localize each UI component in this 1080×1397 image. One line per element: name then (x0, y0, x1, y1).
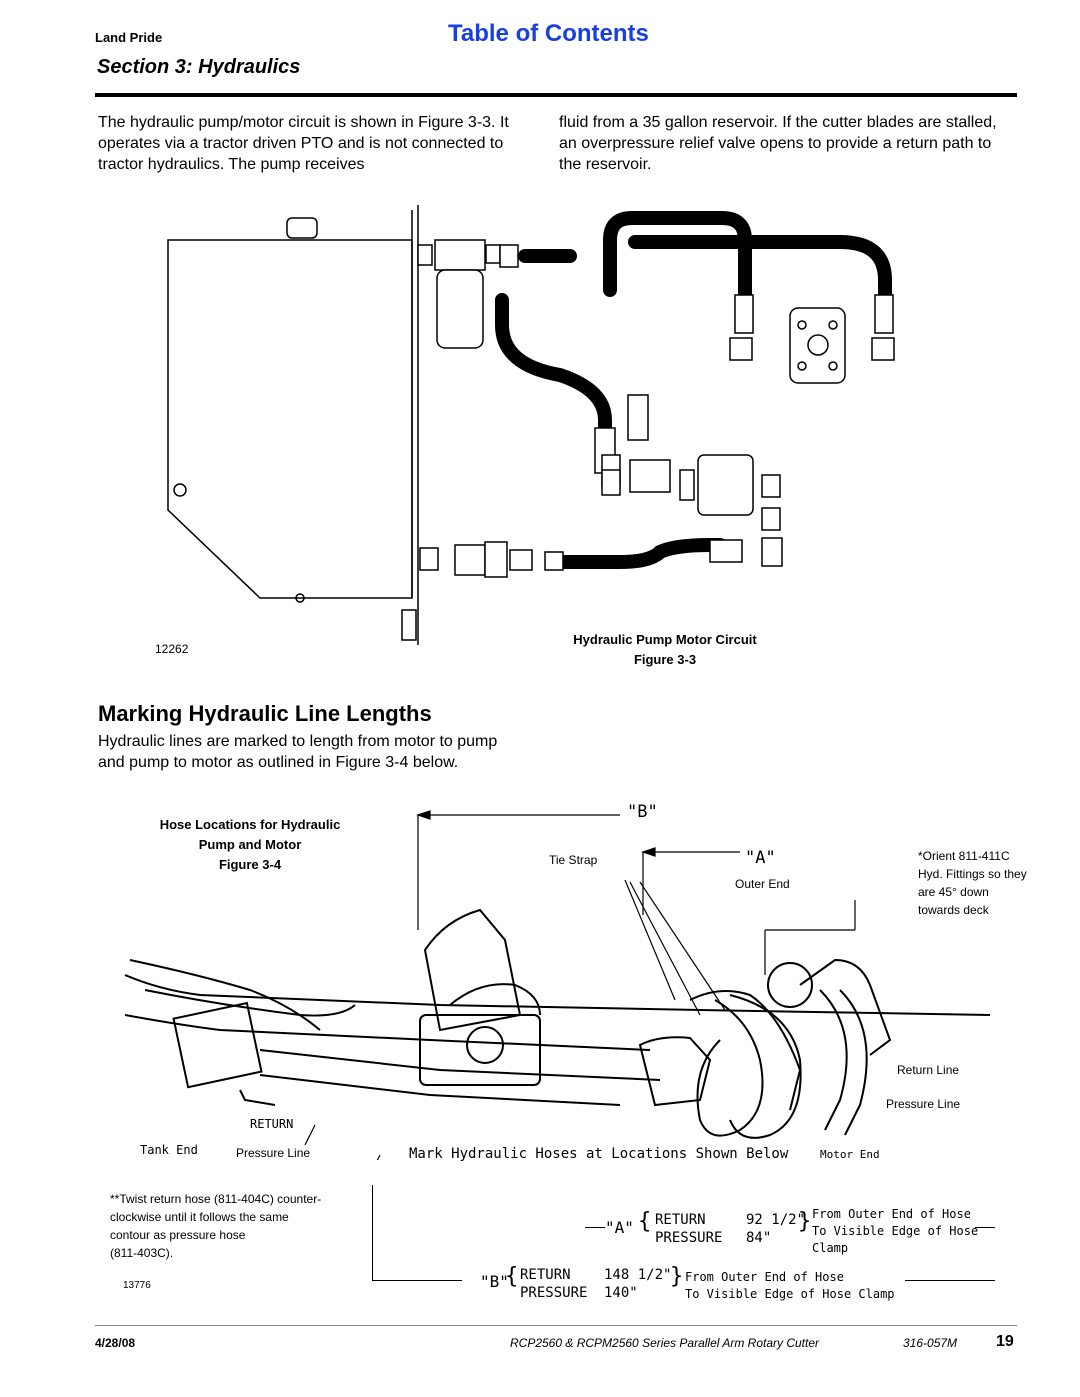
table-b-brace-right: } (670, 1264, 684, 1289)
figure-4-caption-line2: Pump and Motor (198, 837, 302, 852)
table-a-brace-right: } (798, 1209, 812, 1234)
figure-4-caption-line1: Hose Locations for Hydraulic (159, 817, 341, 832)
table-b-return-length: 148 1/2" (604, 1267, 672, 1283)
table-a-label: "A" (605, 1218, 634, 1237)
footer-date: 4/28/08 (95, 1336, 136, 1350)
table-a-desc-1: From Outer End of Hose (812, 1207, 971, 1221)
page-number: 19 (996, 1333, 1014, 1350)
dimension-b-label: "B" (627, 802, 658, 822)
twist-note-line2: clockwise until it follows the same (110, 1210, 289, 1224)
footer-doc-number: 316-057M (903, 1336, 958, 1350)
table-left-bracket (372, 1185, 373, 1280)
return-label: RETURN (250, 1117, 294, 1131)
marking-paragraph: Hydraulic lines are marked to length fro… (98, 733, 498, 771)
twist-note: **Twist return hose (811-404C) counter- … (110, 1190, 321, 1262)
twist-note-line1: **Twist return hose (811-404C) counter- (110, 1192, 322, 1206)
motor-end-label: Motor End (820, 1148, 880, 1161)
table-a-return-length: 92 1/2" (746, 1212, 806, 1228)
table-b-return: RETURN (520, 1267, 571, 1283)
orient-note-line1: *Orient 811-411C (918, 849, 1010, 863)
table-a-desc-3: Clamp (812, 1241, 849, 1255)
table-b-label: "B" (480, 1272, 509, 1291)
table-a-pressure: PRESSURE (655, 1230, 723, 1246)
pressure-line-left-label: Pressure Line (236, 1146, 311, 1160)
figure-3-caption-label: Figure 3-3 (633, 652, 697, 667)
table-of-contents-link[interactable]: Table of Contents (448, 20, 649, 47)
table-a-desc-2: To Visible Edge of Hose (812, 1224, 979, 1238)
table-bottom-arrow (372, 1280, 462, 1281)
table-b-pressure-length: 140" (604, 1285, 638, 1301)
brand-name: Land Pride (95, 30, 163, 45)
orient-note-line4: towards deck (918, 903, 989, 917)
intro-left-paragraph: The hydraulic pump/motor circuit is show… (98, 114, 509, 173)
figure-4-caption-label: Figure 3-4 (218, 857, 282, 872)
figure-3-caption: Hydraulic Pump Motor Circuit Figure 3-3 (540, 630, 790, 670)
table-b-pressure: PRESSURE (520, 1285, 588, 1301)
intro-right-paragraph: fluid from a 35 gallon reservoir. If the… (559, 114, 997, 173)
dimension-a-label: "A" (745, 848, 776, 868)
hose-locations-figure (124, 810, 991, 1160)
section-title: Section 3: Hydraulics (97, 56, 301, 78)
table-b-desc-2: To Visible Edge of Hose Clamp (685, 1287, 895, 1301)
table-bottom-arrow-right (905, 1280, 995, 1281)
table-a-pressure-length: 84" (746, 1230, 772, 1246)
figure-3-part-number: 12262 (155, 642, 189, 656)
figure-4-part-number: 13776 (123, 1280, 151, 1291)
table-b-desc-1: From Outer End of Hose (685, 1270, 844, 1284)
outer-end-label: Outer End (735, 877, 790, 891)
tie-strap-label: Tie Strap (549, 853, 598, 867)
twist-note-line4: (811-403C). (110, 1246, 174, 1260)
footer-rule (95, 1325, 1017, 1326)
twist-note-line3: contour as pressure hose (110, 1228, 246, 1242)
hydraulic-circuit-figure (167, 205, 895, 645)
orient-note: *Orient 811-411C Hyd. Fittings so they a… (918, 847, 1027, 919)
orient-note-line2: Hyd. Fittings so they (918, 867, 1027, 881)
mark-instruction: Mark Hydraulic Hoses at Locations Shown … (409, 1146, 789, 1162)
figure-3-caption-title: Hydraulic Pump Motor Circuit (573, 632, 757, 647)
tank-end-label: Tank End (140, 1143, 198, 1157)
table-a-brace: { (638, 1209, 652, 1234)
a-row-arrow (585, 1227, 605, 1228)
table-a-return: RETURN (655, 1212, 706, 1228)
table-b-brace: { (505, 1264, 519, 1289)
return-line-label: Return Line (897, 1063, 960, 1077)
table-a-description: From Outer End of Hose To Visible Edge o… (812, 1206, 978, 1257)
footer-doc-title: RCP2560 & RCPM2560 Series Parallel Arm R… (510, 1336, 820, 1350)
pressure-line-right-label: Pressure Line (886, 1097, 961, 1111)
a-row-arrow-right (975, 1227, 995, 1228)
orient-note-line3: are 45° down (918, 885, 989, 899)
marking-heading: Marking Hydraulic Line Lengths (98, 701, 432, 726)
header-rule (95, 93, 1017, 97)
table-b-description: From Outer End of Hose To Visible Edge o… (685, 1269, 895, 1303)
figure-4-caption: Hose Locations for Hydraulic Pump and Mo… (130, 815, 370, 875)
